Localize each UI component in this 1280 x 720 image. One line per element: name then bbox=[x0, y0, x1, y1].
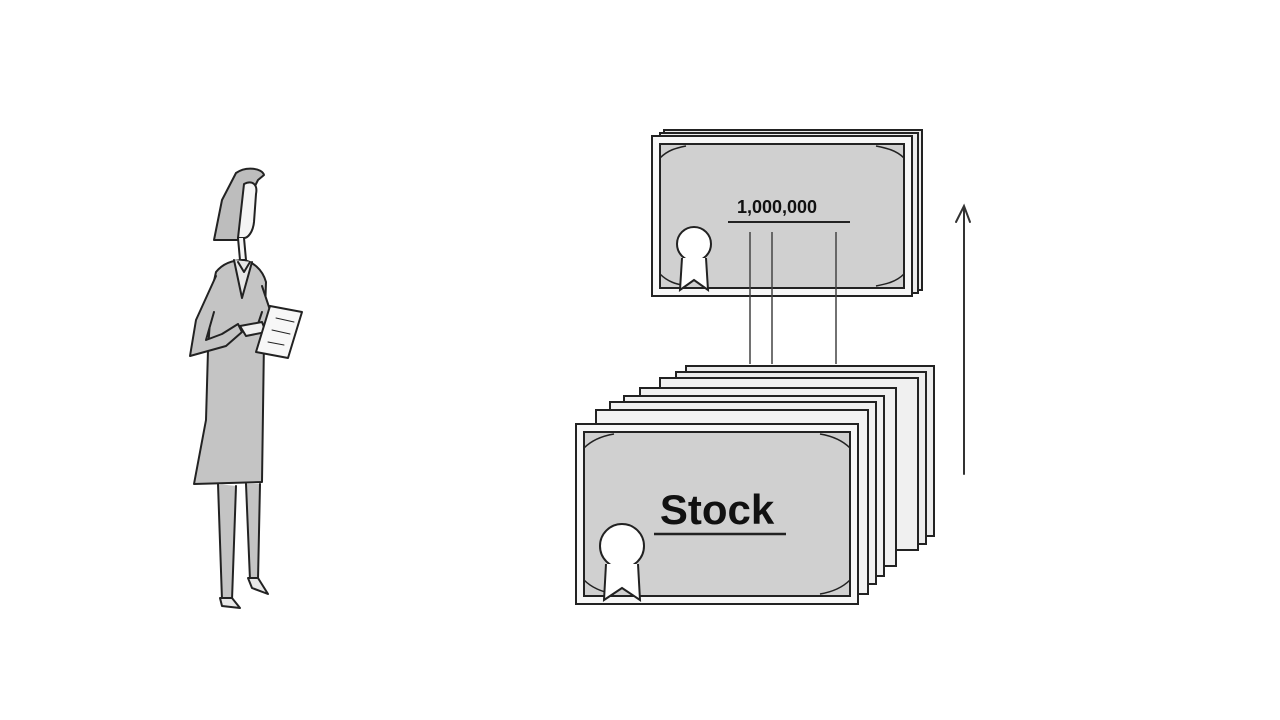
top-certificate-amount: 1,000,000 bbox=[737, 197, 817, 217]
businesswoman-figure bbox=[189, 167, 303, 609]
up-arrow-icon bbox=[955, 203, 971, 475]
seal-icon bbox=[599, 523, 645, 602]
seal-icon bbox=[676, 226, 712, 293]
top-certificate-stack bbox=[651, 129, 923, 297]
connector-lines bbox=[749, 232, 837, 364]
bottom-certificate-stack bbox=[575, 365, 935, 605]
bottom-certificate-label: Stock bbox=[660, 486, 775, 533]
